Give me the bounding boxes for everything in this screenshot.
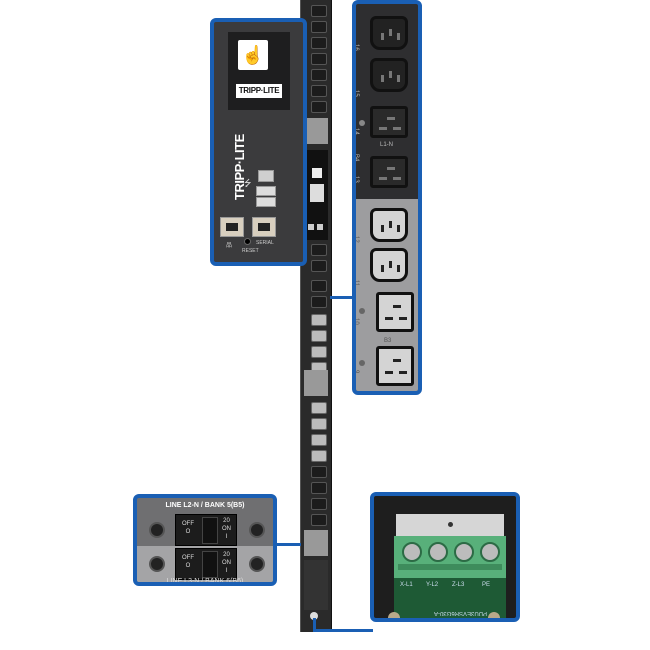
cover-plate — [396, 514, 504, 536]
breaker-toggle[interactable] — [202, 551, 218, 578]
screw-icon — [249, 522, 265, 538]
usb-a-port-2[interactable] — [256, 197, 276, 207]
outlet-number: 12 — [353, 236, 359, 243]
outlet-number: 13 — [353, 176, 359, 183]
outlet-number: 15 — [353, 90, 359, 97]
terminal-label: Z-L3 — [452, 582, 465, 588]
outlet-9[interactable] — [376, 346, 414, 386]
callout-line-breaker — [277, 543, 301, 546]
off-label: OFF — [182, 555, 194, 561]
label-area — [304, 560, 328, 610]
breaker-bank-6-label: LINE L3-N / BANK 6(B6) — [166, 578, 244, 585]
off-symbol: O — [185, 563, 191, 569]
off-symbol: O — [185, 529, 191, 535]
ground-screw-icon — [310, 612, 318, 620]
breaker-toggle[interactable] — [202, 517, 218, 544]
bank-label: B3 — [384, 338, 392, 344]
screw-icon — [388, 612, 400, 618]
screw-icon — [149, 522, 165, 538]
outlet-12[interactable] — [370, 208, 408, 242]
rating-label: 20 — [223, 552, 230, 558]
breaker-module-3 — [304, 530, 328, 556]
on-symbol: I — [225, 568, 228, 574]
terminal-screw-z[interactable] — [454, 542, 474, 562]
outlet-10[interactable] — [376, 292, 414, 332]
callout-line-terminal-v — [313, 618, 316, 632]
terminal-screw-x[interactable] — [402, 542, 422, 562]
on-label: ON — [222, 560, 231, 566]
outlet-led — [359, 120, 365, 126]
usb-icon: ⭍ — [244, 178, 252, 188]
terminal-block — [394, 536, 506, 578]
outlet-15[interactable] — [370, 58, 408, 92]
serial-port[interactable] — [252, 217, 276, 237]
pcb-part-number: PDU3EVSR6G30-A — [434, 610, 488, 616]
outlet-led — [359, 360, 365, 366]
bank-label: L1-N — [380, 142, 394, 148]
reset-button[interactable] — [244, 238, 251, 245]
off-label: OFF — [182, 521, 194, 527]
serial-port-label: SERIAL — [256, 240, 274, 246]
controller-callout: ☝ TRIPP·LITE TRIPP·LITE ⭍ 品 RESET SERIAL — [210, 18, 307, 266]
callout-line-outlets — [330, 296, 354, 299]
terminal-label: PE — [482, 582, 491, 588]
terminal-label: Y-L2 — [426, 582, 439, 588]
on-label: ON — [222, 526, 231, 532]
breaker-module-2 — [304, 370, 328, 396]
terminal-callout: X-L1 Y-L2 Z-L3 PE PDU3EVSR6G30-A — [370, 492, 520, 622]
screw-icon — [149, 556, 165, 572]
outlet-16[interactable] — [370, 16, 408, 50]
bank-label: B4 — [353, 154, 359, 162]
outlet-led — [359, 308, 365, 314]
hand-touch-icon: ☝ — [238, 40, 268, 70]
usb-b-port[interactable] — [258, 170, 274, 182]
rating-label: 20 — [223, 518, 230, 524]
outlet-callout: 16 15 14 L1-N B4 13 12 11 10 B3 9 — [352, 0, 422, 395]
outlet-11[interactable] — [370, 248, 408, 282]
outlet-number: 9 — [353, 370, 359, 374]
screw-icon — [488, 612, 500, 618]
network-port-label: 品 — [226, 243, 233, 249]
terminal-label: X-L1 — [400, 582, 413, 588]
pdu-strip — [300, 0, 332, 632]
outlet-number: 10 — [353, 318, 359, 325]
lcd-display[interactable]: ☝ TRIPP·LITE — [228, 32, 290, 110]
on-symbol: I — [225, 534, 228, 540]
breaker-module-1 — [304, 118, 328, 144]
outlet-number: 14 — [353, 128, 359, 135]
outlet-13[interactable] — [370, 156, 408, 188]
brand-logo-small: TRIPP·LITE — [236, 84, 282, 98]
outlet-number: 16 — [353, 44, 359, 51]
reset-label: RESET — [242, 248, 259, 254]
circuit-board: X-L1 Y-L2 Z-L3 PE PDU3EVSR6G30-A — [388, 578, 506, 618]
terminal-screw-y[interactable] — [428, 542, 448, 562]
callout-line-terminal-h — [313, 629, 373, 632]
network-port[interactable] — [220, 217, 244, 237]
outlet-number: 11 — [353, 280, 359, 287]
breaker-bank-5-label: LINE L2-N / BANK 5(B5) — [165, 502, 245, 509]
screw-icon — [249, 556, 265, 572]
controller-module — [304, 150, 328, 240]
usb-a-port-1[interactable] — [256, 186, 276, 196]
outlet-14[interactable] — [370, 106, 408, 138]
terminal-screw-pe[interactable] — [480, 542, 500, 562]
